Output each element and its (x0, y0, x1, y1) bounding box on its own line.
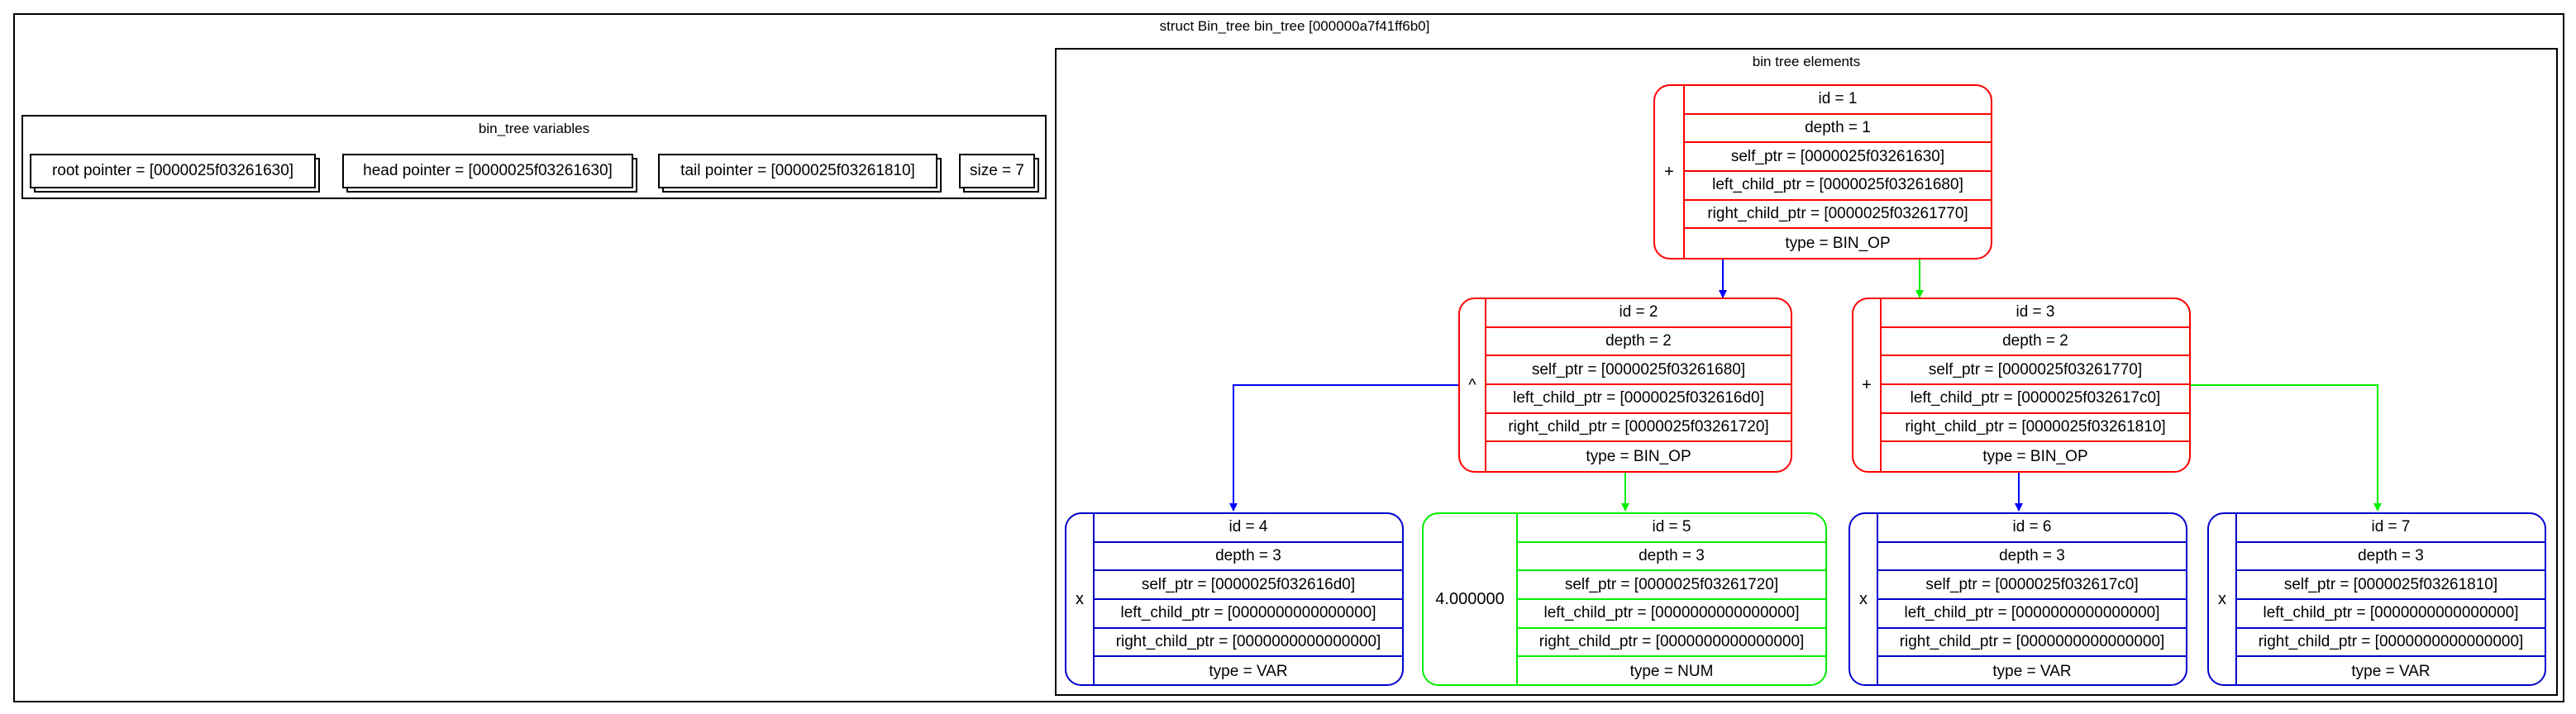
node-field-depth: depth = 1 (1685, 115, 1991, 144)
node-field-type: type = BIN_OP (1982, 447, 2088, 465)
node-field-right-child-ptr: right_child_ptr = [0000025f03261720] (1486, 414, 1791, 443)
tail-pointer-box: tail pointer = [0000025f03261810] (658, 154, 937, 188)
node-field-id: id = 1 (1685, 86, 1991, 115)
variables-title: bin_tree variables (478, 121, 590, 136)
root-pointer-box: root pointer = [0000025f03261630] (30, 154, 316, 188)
node-field-left-child-ptr: left_child_ptr = [0000000000000000] (1095, 600, 1402, 629)
head-pointer-box: head pointer = [0000025f03261630] (342, 154, 633, 188)
node-field-right-child-ptr: right_child_ptr = [0000000000000000] (2237, 629, 2545, 658)
node-field-depth: depth = 2 (1882, 328, 2189, 357)
node-field-right-child-ptr: right_child_ptr = [0000025f03261810] (1882, 414, 2189, 443)
tree-node-3: + id = 3 depth = 2 self_ptr = [0000025f0… (1852, 298, 2191, 473)
node-field-id: id = 7 (2237, 514, 2545, 543)
node-field-left-child-ptr: left_child_ptr = [0000025f032616d0] (1486, 385, 1791, 414)
node-field-self-ptr: self_ptr = [0000025f032617c0] (1878, 571, 2186, 600)
node-field-right-child-ptr: right_child_ptr = [0000000000000000] (1878, 629, 2186, 658)
node-field-type: type = BIN_OP (1586, 447, 1691, 465)
graph-title: struct Bin_tree bin_tree [000000a7f41ff6… (1159, 18, 1430, 34)
node-value: x (1859, 589, 1868, 608)
elements-title: bin tree elements (1752, 54, 1861, 69)
node-field-type: type = VAR (1209, 662, 1288, 680)
node-value: x (1076, 589, 1084, 608)
node-field-self-ptr: self_ptr = [0000025f03261630] (1685, 143, 1991, 172)
node-field-self-ptr: self_ptr = [0000025f03261810] (2237, 571, 2545, 600)
node-value: 4.000000 (1435, 589, 1505, 608)
node-fields: id = 6 depth = 3 self_ptr = [0000025f032… (1877, 514, 2186, 684)
node-field-self-ptr: self_ptr = [0000025f03261720] (1518, 571, 1825, 600)
tree-node-1: + id = 1 depth = 1 self_ptr = [0000025f0… (1653, 84, 1992, 259)
node-value: ^ (1468, 375, 1476, 394)
size-box: size = 7 (959, 154, 1035, 188)
node-value: + (1664, 162, 1674, 181)
node-field-left-child-ptr: left_child_ptr = [0000000000000000] (1878, 600, 2186, 629)
tree-node-6: x id = 6 depth = 3 self_ptr = [0000025f0… (1849, 512, 2187, 686)
tree-node-2: ^ id = 2 depth = 2 self_ptr = [0000025f0… (1458, 298, 1792, 473)
node-field-self-ptr: self_ptr = [0000025f03261770] (1882, 356, 2189, 385)
node-field-type: type = NUM (1629, 662, 1714, 680)
node-fields: id = 2 depth = 2 self_ptr = [0000025f032… (1485, 299, 1791, 471)
node-fields: id = 4 depth = 3 self_ptr = [0000025f032… (1093, 514, 1402, 684)
variables-cluster (21, 115, 1047, 199)
node-field-left-child-ptr: left_child_ptr = [0000025f03261680] (1685, 172, 1991, 201)
node-field-depth: depth = 2 (1486, 328, 1791, 357)
node-field-self-ptr: self_ptr = [0000025f032616d0] (1095, 571, 1402, 600)
edge-2-to-4 (1229, 384, 1458, 512)
node-field-left-child-ptr: left_child_ptr = [0000000000000000] (1518, 600, 1825, 629)
node-field-self-ptr: self_ptr = [0000025f03261680] (1486, 356, 1791, 385)
edge-3-to-7 (2191, 384, 2382, 512)
tree-node-4: x id = 4 depth = 3 self_ptr = [0000025f0… (1065, 512, 1404, 686)
node-field-right-child-ptr: right_child_ptr = [0000000000000000] (1518, 629, 1825, 658)
node-field-id: id = 2 (1486, 299, 1791, 328)
node-field-depth: depth = 3 (1095, 543, 1402, 572)
node-fields: id = 7 depth = 3 self_ptr = [0000025f032… (2235, 514, 2545, 684)
node-field-depth: depth = 3 (2237, 543, 2545, 572)
tree-node-7: x id = 7 depth = 3 self_ptr = [0000025f0… (2207, 512, 2546, 686)
node-field-type: type = BIN_OP (1785, 234, 1891, 252)
node-field-type: type = VAR (2351, 662, 2431, 680)
node-field-id: id = 3 (1882, 299, 2189, 328)
node-fields: id = 1 depth = 1 self_ptr = [0000025f032… (1683, 86, 1991, 258)
node-field-type: type = VAR (1992, 662, 2072, 680)
node-field-id: id = 4 (1095, 514, 1402, 543)
node-field-id: id = 5 (1518, 514, 1825, 543)
node-field-right-child-ptr: right_child_ptr = [0000000000000000] (1095, 629, 1402, 658)
node-fields: id = 5 depth = 3 self_ptr = [0000025f032… (1516, 514, 1825, 684)
node-field-left-child-ptr: left_child_ptr = [0000000000000000] (2237, 600, 2545, 629)
node-fields: id = 3 depth = 2 self_ptr = [0000025f032… (1880, 299, 2189, 471)
elements-cluster (1055, 48, 2558, 696)
node-field-left-child-ptr: left_child_ptr = [0000025f032617c0] (1882, 385, 2189, 414)
graph-frame (13, 13, 2564, 702)
node-field-id: id = 6 (1878, 514, 2186, 543)
node-value: + (1862, 375, 1872, 394)
tree-node-5: 4.000000 id = 5 depth = 3 self_ptr = [00… (1422, 512, 1827, 686)
node-field-depth: depth = 3 (1518, 543, 1825, 572)
node-field-depth: depth = 3 (1878, 543, 2186, 572)
node-field-right-child-ptr: right_child_ptr = [0000025f03261770] (1685, 201, 1991, 230)
node-value: x (2218, 589, 2226, 608)
